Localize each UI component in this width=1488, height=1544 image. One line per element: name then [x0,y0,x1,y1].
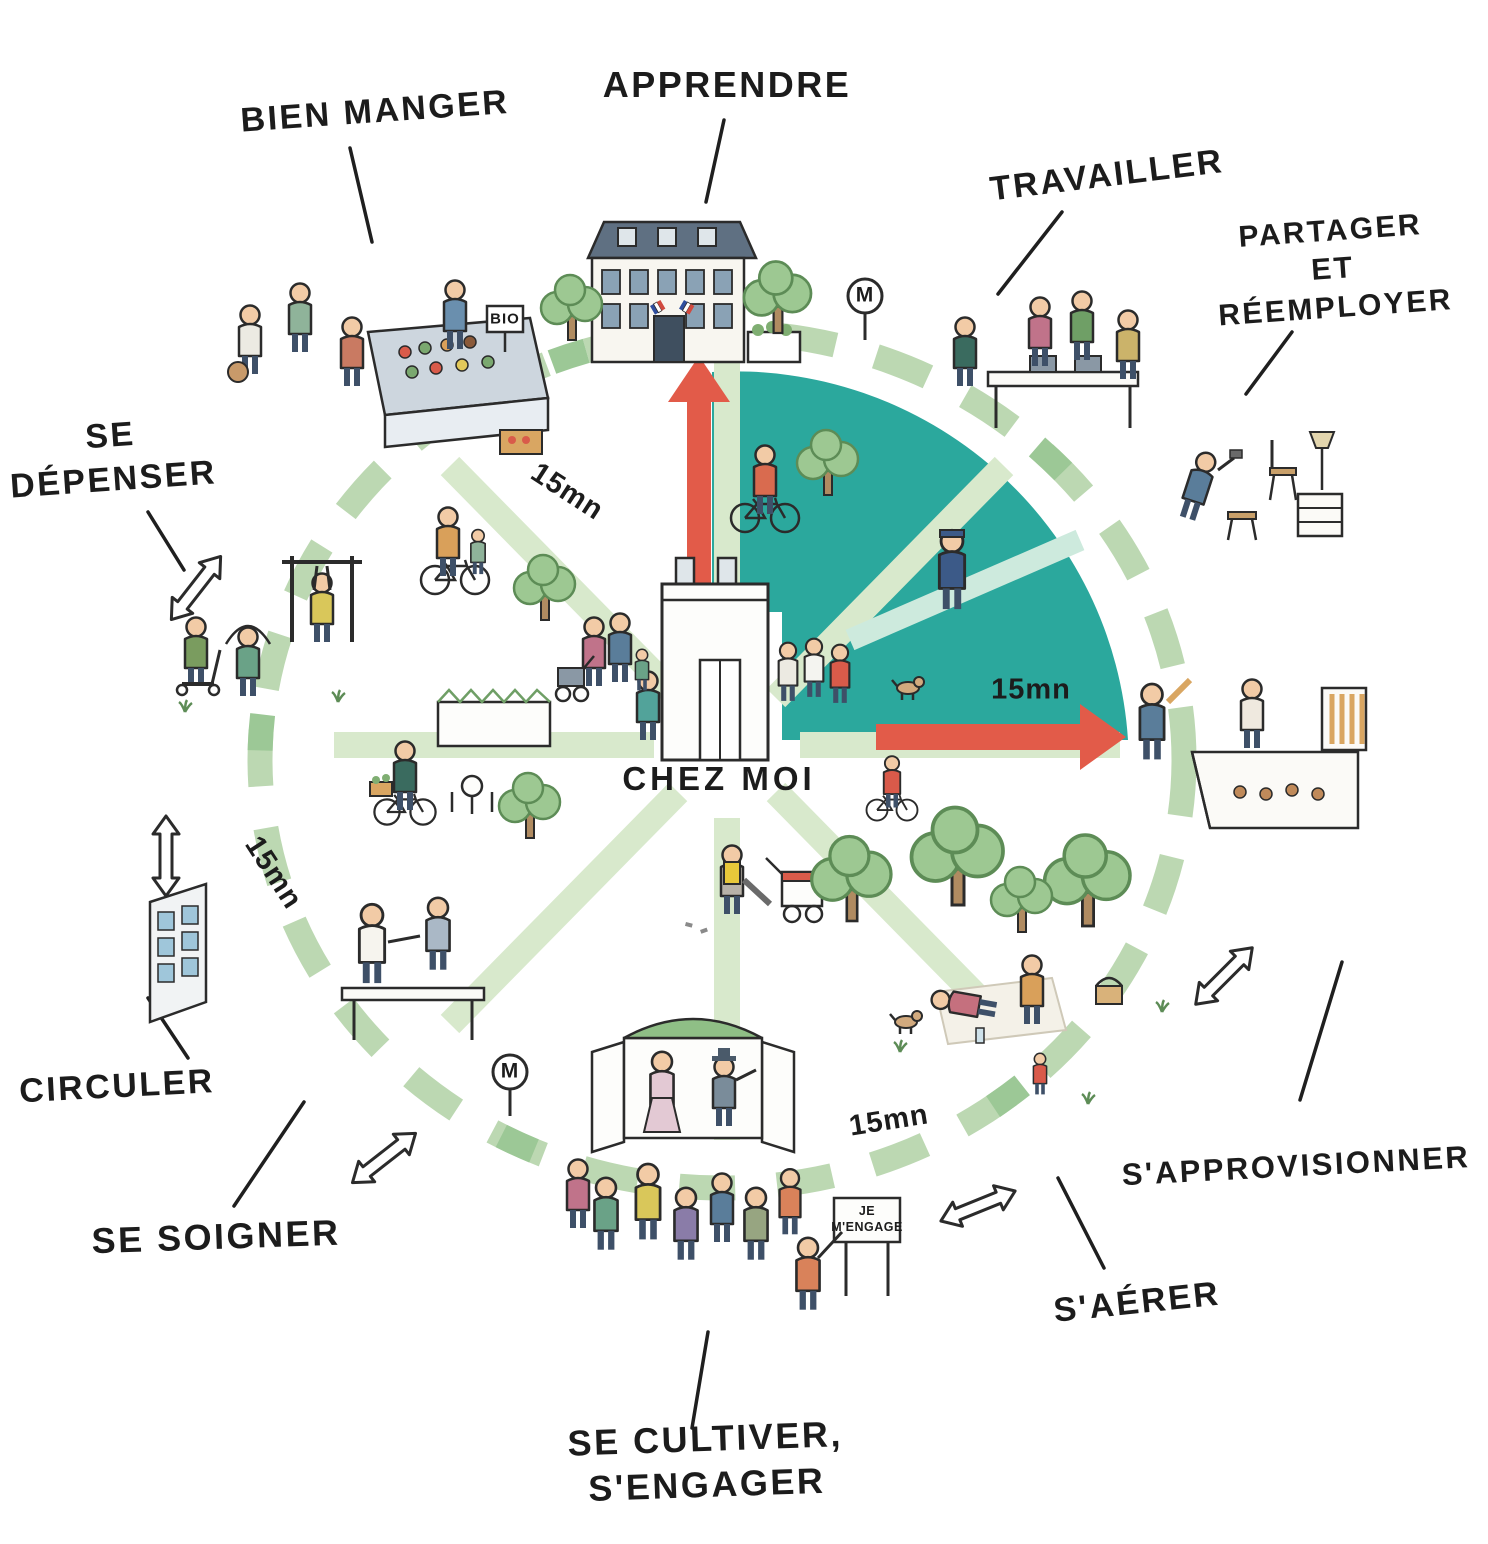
label-chez-moi: CHEZ MOI [622,759,816,797]
label-se-cultiver-sengager: SE CULTIVER, S'ENGAGER [566,1413,844,1510]
time-marker-right: 15mn [991,673,1071,706]
double-arrow-icon [151,814,181,898]
label-se-depenser: SE DÉPENSER [8,414,219,506]
scene-doctor [340,898,486,1040]
scene-cleaner [684,846,824,934]
double-arrow-icon [1185,937,1263,1015]
label-apprendre: APPRENDRE [602,63,852,105]
home-chez-moi [637,556,770,762]
scene-market [227,281,550,455]
scene-se-depenser [175,556,362,714]
label-se-soigner: SE SOIGNER [90,1211,342,1262]
scene-building [148,882,208,1024]
scene-school [539,220,813,364]
scene-kid-bike [865,756,919,822]
scene-park [810,805,1171,1106]
scene-bakery [1140,680,1368,830]
je-mengage-sign-label: JE M'ENGAGE [831,1203,903,1234]
arrow-up-15min [668,356,730,600]
arrow-right-15min [876,704,1126,770]
scene-partager [1177,431,1344,541]
metro-sign-label-bottom: M [500,1059,520,1083]
metro-sign-label-top: M [855,283,875,307]
scene-travailler [954,292,1139,428]
bio-sign [485,304,525,352]
scene-engage-stand [796,1196,902,1310]
scene-theatre [590,1017,796,1154]
bio-sign-label: BIO [490,310,520,328]
road-in-sector [845,529,1085,651]
double-arrow-icon [934,1177,1022,1235]
scene-police-officer [939,530,964,609]
scene-garden [369,688,562,840]
scene-family-stroller [554,614,651,703]
double-arrow-icon [342,1121,426,1195]
double-arrow-icon [159,546,233,630]
label-partager-reemployer: PARTAGER ET RÉEMPLOYER [1217,208,1455,333]
